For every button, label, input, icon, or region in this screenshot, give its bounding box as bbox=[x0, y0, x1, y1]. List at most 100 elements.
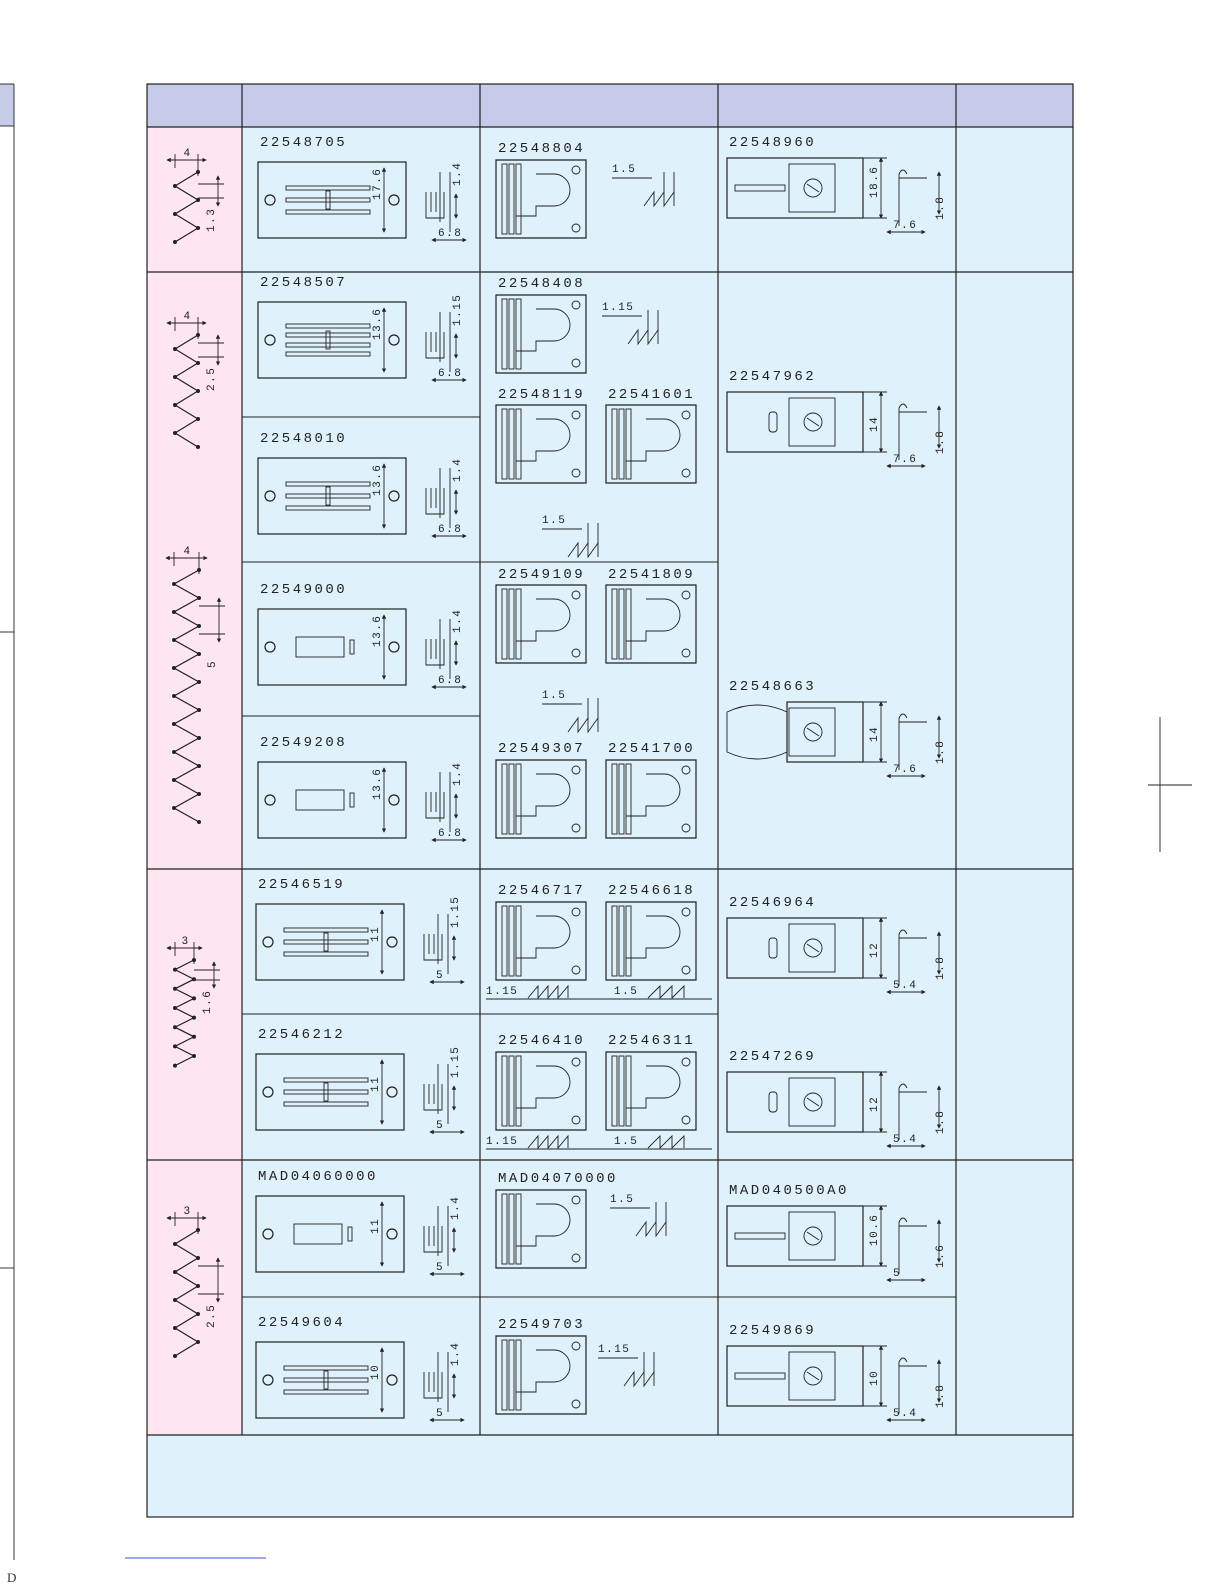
feed-pitch-label: 1.5 bbox=[614, 986, 638, 998]
feed-teeth bbox=[501, 1193, 508, 1265]
feed-dog-part-number: 22541809 bbox=[608, 567, 695, 583]
needle-point bbox=[192, 1015, 196, 1020]
screw-hole bbox=[571, 300, 581, 310]
presser-foot-clamp bbox=[788, 707, 836, 757]
throat-plate-outline bbox=[255, 1195, 405, 1273]
needle-point bbox=[172, 694, 176, 698]
zigzag-stitch-diagram: 31.6 bbox=[166, 936, 220, 1068]
feed-slots bbox=[285, 481, 371, 511]
screw-hole bbox=[681, 648, 691, 658]
feed-teeth bbox=[501, 163, 508, 235]
throat-plate-part-number: 22546212 bbox=[258, 1027, 345, 1043]
throat-plate-gauge-label: 5 bbox=[436, 1120, 444, 1132]
throat-plate-outline bbox=[257, 608, 407, 686]
presser-foot-thickness-label: 1.8 bbox=[935, 740, 947, 764]
feed-pitch-label: 1.15 bbox=[598, 1344, 630, 1356]
feed-teeth bbox=[618, 1055, 625, 1127]
presser-foot-slot bbox=[768, 937, 778, 959]
feed-dog-outline bbox=[495, 759, 587, 839]
needle-point bbox=[173, 1025, 177, 1030]
needle-point bbox=[196, 226, 200, 230]
feed-teeth bbox=[508, 588, 515, 660]
screw-hole bbox=[681, 965, 691, 975]
needle-point bbox=[192, 996, 196, 1001]
feed-slots bbox=[283, 1077, 369, 1107]
feed-dog bbox=[605, 901, 697, 981]
screw-hole bbox=[681, 468, 691, 478]
feed-pitch-diagram: 1.15 bbox=[602, 302, 659, 346]
feed-teeth bbox=[508, 1339, 515, 1411]
throat-plate-part-number: 22549604 bbox=[258, 1315, 345, 1331]
presser-foot-screw bbox=[803, 938, 823, 958]
needle-point bbox=[172, 750, 176, 754]
screw-hole bbox=[262, 1228, 274, 1240]
feed-pitch-label: 1.5 bbox=[542, 515, 566, 527]
feed-pitch-diagram: 1.15 bbox=[598, 1344, 655, 1388]
screw-hole bbox=[386, 1228, 398, 1240]
feed-dog-outline bbox=[495, 1051, 587, 1131]
feed-pitch-label: 1.5 bbox=[542, 690, 566, 702]
presser-foot-width-label: 14 bbox=[869, 416, 881, 432]
throat-plate-side-profile: 1.46.8 bbox=[425, 458, 467, 539]
feed-dog bbox=[495, 1189, 587, 1269]
sawtooth-line bbox=[647, 1134, 685, 1150]
presser-foot-slot bbox=[768, 1091, 778, 1113]
feed-pitch-label: 1.15 bbox=[602, 302, 634, 314]
cells-area bbox=[242, 127, 1073, 1435]
presser-foot-width-label: 14 bbox=[869, 726, 881, 742]
feed-teeth bbox=[618, 763, 625, 835]
needle-point bbox=[196, 417, 200, 421]
throat-plate-gauge-label: 6.8 bbox=[438, 828, 462, 840]
zigzag-line bbox=[173, 959, 196, 1067]
feed-pitch-label: 1.15 bbox=[486, 1136, 518, 1148]
presser-foot-width-label: 12 bbox=[869, 1096, 881, 1112]
presser-foot-thickness-label: 1.8 bbox=[935, 196, 947, 220]
screw-hole bbox=[262, 1086, 274, 1098]
needle-point bbox=[173, 403, 177, 407]
needle-point bbox=[197, 708, 201, 712]
adjacent-page-edge bbox=[0, 83, 15, 1560]
zigzag-stitch-diagram: 32.5 bbox=[166, 1206, 224, 1358]
feed-dog bbox=[495, 759, 587, 839]
throat-plate-gauge-label: 6.8 bbox=[438, 524, 462, 536]
presser-foot-screw bbox=[803, 1226, 823, 1246]
feed-dog-part-number: 22549109 bbox=[498, 567, 585, 583]
feed-teeth bbox=[515, 1339, 522, 1411]
feed-dog-outline bbox=[495, 584, 587, 664]
screw-hole bbox=[571, 1341, 581, 1351]
feed-teeth bbox=[515, 1055, 522, 1127]
table-grid bbox=[146, 83, 1074, 1518]
needle-point bbox=[196, 1340, 200, 1344]
needle-point bbox=[197, 736, 201, 740]
presser-foot-side-profile bbox=[898, 713, 927, 770]
throat-plate-outline bbox=[257, 161, 407, 239]
feed-teeth bbox=[501, 588, 508, 660]
needle-point bbox=[173, 1044, 177, 1049]
needle-point bbox=[172, 778, 176, 782]
presser-foot-gauge-label: 7.6 bbox=[893, 764, 917, 776]
feed-dog-part-number: 22546618 bbox=[608, 883, 695, 899]
screw-hole bbox=[571, 765, 581, 775]
feed-dog-part-number: 22548804 bbox=[498, 141, 585, 157]
needle-point bbox=[196, 1284, 200, 1288]
feed-slots bbox=[283, 927, 369, 957]
needle-point bbox=[196, 1312, 200, 1316]
throat-plate-gauge-label: 6.8 bbox=[438, 675, 462, 687]
feed-teeth bbox=[508, 1055, 515, 1127]
feed-teeth bbox=[515, 408, 522, 480]
feed-dog-part-number: 22541700 bbox=[608, 741, 695, 757]
presser-foot-slot bbox=[768, 411, 778, 433]
screw-hole bbox=[388, 334, 400, 346]
page-letter: D bbox=[7, 1570, 17, 1585]
needle-point bbox=[192, 1054, 196, 1058]
presser-foot-screw bbox=[803, 178, 823, 198]
needle-point bbox=[196, 445, 200, 449]
needle-point bbox=[173, 431, 177, 435]
feed-dog-outline bbox=[495, 294, 587, 374]
feed-slots bbox=[293, 1223, 353, 1245]
screw-hole bbox=[571, 590, 581, 600]
